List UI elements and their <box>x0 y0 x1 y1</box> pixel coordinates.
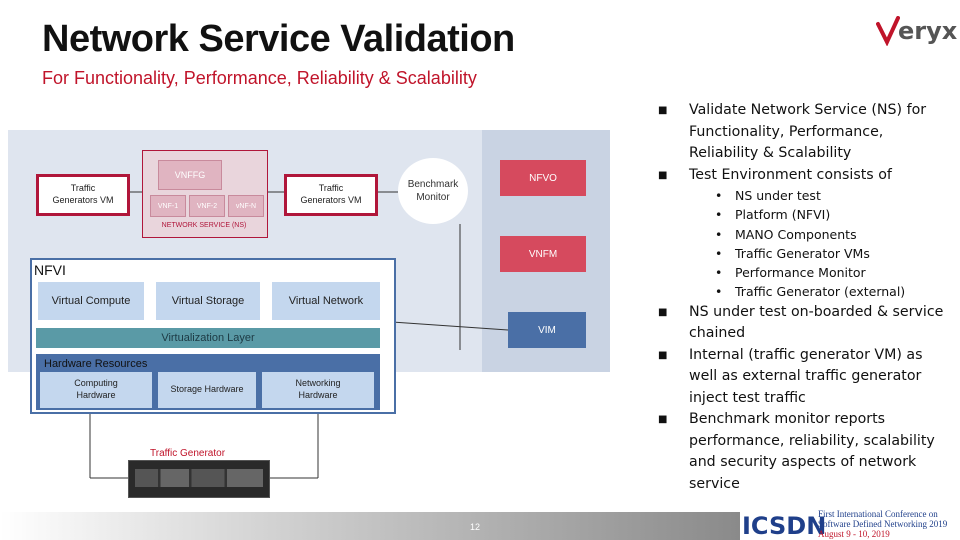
network-service-label: NETWORK SERVICE (NS) <box>161 222 247 229</box>
square-bullet-icon: ■ <box>658 349 668 361</box>
conference-line-1: First International Conference on <box>818 509 938 519</box>
conference-line-2: Software Defined Networking 2019 <box>818 519 948 529</box>
bullet-item: ■Test Environment consists of <box>658 165 954 187</box>
conference-date: August 9 - 10, 2019 <box>818 529 890 539</box>
bullet-item: ■Benchmark monitor reports performance, … <box>658 411 935 492</box>
traffic-generator-vm-left: Traffic Generators VM <box>36 174 130 216</box>
icsdn-logo: ICSDN <box>742 512 827 540</box>
square-bullet-icon: ■ <box>658 169 668 181</box>
traffic-generator-vm-right-label: Traffic Generators VM <box>300 183 362 205</box>
bullet-list: ■Validate Network Service (NS) for Funct… <box>658 100 954 495</box>
sub-bullet-item: •NS under test <box>658 186 954 205</box>
slide-title: Network Service Validation <box>42 18 515 60</box>
dot-bullet-icon: • <box>715 265 723 281</box>
bullet-item: ■NS under test on-boarded & service chai… <box>658 303 944 342</box>
virtualization-layer: Virtualization Layer <box>36 328 380 348</box>
dot-bullet-icon: • <box>715 188 723 203</box>
square-bullet-icon: ■ <box>658 306 668 318</box>
vnfm-box: VNFM <box>500 236 586 272</box>
sub-bullet-item: •Performance Monitor <box>658 263 954 282</box>
benchmark-monitor: Benchmark Monitor <box>398 158 468 224</box>
dot-bullet-icon: • <box>715 284 723 300</box>
page-number: 12 <box>470 522 481 532</box>
networking-hardware-box: Networking Hardware <box>262 372 374 408</box>
vnf-1-box: VNF-1 <box>150 195 186 217</box>
traffic-generator-vm-left-label: Traffic Generators VM <box>52 183 114 205</box>
veryx-logo: eryx <box>876 16 957 47</box>
vnffg-box: VNFFG <box>158 160 222 190</box>
storage-hardware-box: Storage Hardware <box>158 372 256 408</box>
nfvi-label: NFVI <box>34 262 66 278</box>
sub-bullet-item: •Traffic Generator VMs <box>658 244 954 263</box>
storage-hardware-label: Storage Hardware <box>170 384 244 395</box>
virtual-network-box: Virtual Network <box>272 282 380 320</box>
computing-hardware-label: Computing Hardware <box>74 378 118 400</box>
nfvo-box: NFVO <box>500 160 586 196</box>
virtual-storage-box: Virtual Storage <box>156 282 260 320</box>
benchmark-monitor-label: Benchmark Monitor <box>407 179 459 203</box>
dot-bullet-icon: • <box>715 207 723 223</box>
dot-bullet-icon: • <box>715 226 723 242</box>
logo-text: eryx <box>898 17 958 45</box>
square-bullet-icon: ■ <box>658 414 668 426</box>
sub-bullet-item: •Platform (NFVI) <box>658 205 954 224</box>
networking-hardware-label: Networking Hardware <box>295 378 341 400</box>
conference-info: First International Conference on Softwa… <box>818 509 960 539</box>
sub-bullet-item: •MANO Components <box>658 225 954 244</box>
traffic-generator-device-image <box>128 460 270 498</box>
footer-bar <box>0 512 740 540</box>
bullet-item: ■Validate Network Service (NS) for Funct… <box>658 102 927 161</box>
square-bullet-icon: ■ <box>658 105 668 116</box>
bullet-item: ■Internal (traffic generator VM) as well… <box>658 346 923 406</box>
vim-box: VIM <box>508 312 586 348</box>
traffic-generator-label: Traffic Generator <box>150 448 226 459</box>
sub-bullet-item: •Traffic Generator (external) <box>658 282 954 301</box>
computing-hardware-box: Computing Hardware <box>40 372 152 408</box>
hardware-resources-label: Hardware Resources <box>44 358 148 370</box>
checkmark-v-icon <box>876 16 900 47</box>
slide-subtitle: For Functionality, Performance, Reliabil… <box>42 68 477 88</box>
dot-bullet-icon: • <box>715 245 723 261</box>
vnf-n-box: vNF-N <box>228 195 264 217</box>
traffic-generator-vm-right: Traffic Generators VM <box>284 174 378 216</box>
vnf-2-box: VNF-2 <box>189 195 225 217</box>
virtual-compute-box: Virtual Compute <box>38 282 144 320</box>
